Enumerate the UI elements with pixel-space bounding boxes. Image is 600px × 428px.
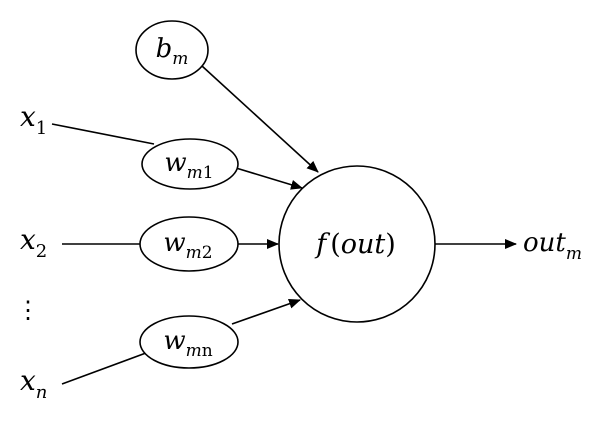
edge-wm1-to-neuron bbox=[235, 167, 303, 190]
weight-node: wmn bbox=[139, 315, 239, 369]
svg-text:wm1: wm1 bbox=[164, 148, 213, 183]
output-label: outm bbox=[523, 228, 582, 264]
bias-subscript: m bbox=[172, 49, 188, 69]
input-label: x2 bbox=[20, 223, 47, 262]
edge-bm-to-neuron bbox=[201, 65, 319, 173]
svg-text:wm2: wm2 bbox=[163, 228, 212, 263]
weight-node: wm2 bbox=[139, 216, 239, 272]
neuron-arg: out bbox=[341, 229, 386, 260]
input-symbol: x bbox=[20, 100, 36, 133]
input-symbol: x bbox=[20, 364, 36, 397]
svg-text:wmn: wmn bbox=[163, 326, 212, 361]
weight-symbol: w bbox=[163, 326, 185, 356]
input-subscript: 2 bbox=[36, 241, 47, 262]
edge-xn-to-wmn bbox=[61, 349, 155, 385]
neuron-paren-open: ( bbox=[330, 229, 341, 260]
input-symbol: x bbox=[20, 223, 36, 256]
weight-subscript-var: m bbox=[187, 163, 203, 183]
input-subscript: n bbox=[36, 382, 48, 403]
weight-subscript-idx: 2 bbox=[202, 243, 213, 263]
weight-subscript-var: m bbox=[186, 341, 202, 361]
neuron-paren-close: ) bbox=[385, 229, 396, 260]
weight-subscript-idx: 1 bbox=[203, 163, 214, 183]
weight-subscript-idx: n bbox=[202, 341, 213, 361]
bias-node: bm bbox=[135, 20, 209, 80]
weight-symbol: w bbox=[163, 228, 185, 258]
input-label: x1 bbox=[20, 100, 47, 139]
output-symbol: out bbox=[523, 228, 566, 258]
weight-symbol: w bbox=[164, 148, 186, 178]
weight-node: wm1 bbox=[141, 138, 239, 190]
input-subscript: 1 bbox=[36, 118, 47, 139]
edge-x1-to-wm1 bbox=[51, 123, 155, 145]
bias-symbol: b bbox=[156, 34, 173, 64]
svg-text:bm: bm bbox=[156, 34, 189, 69]
neuron-node: f(out) bbox=[278, 165, 436, 323]
vertical-ellipsis: ⋮ bbox=[16, 296, 40, 324]
input-label: xn bbox=[20, 364, 47, 403]
edge-wmn-to-neuron bbox=[231, 298, 301, 325]
weight-subscript-var: m bbox=[186, 243, 202, 263]
output-subscript: m bbox=[566, 244, 582, 264]
